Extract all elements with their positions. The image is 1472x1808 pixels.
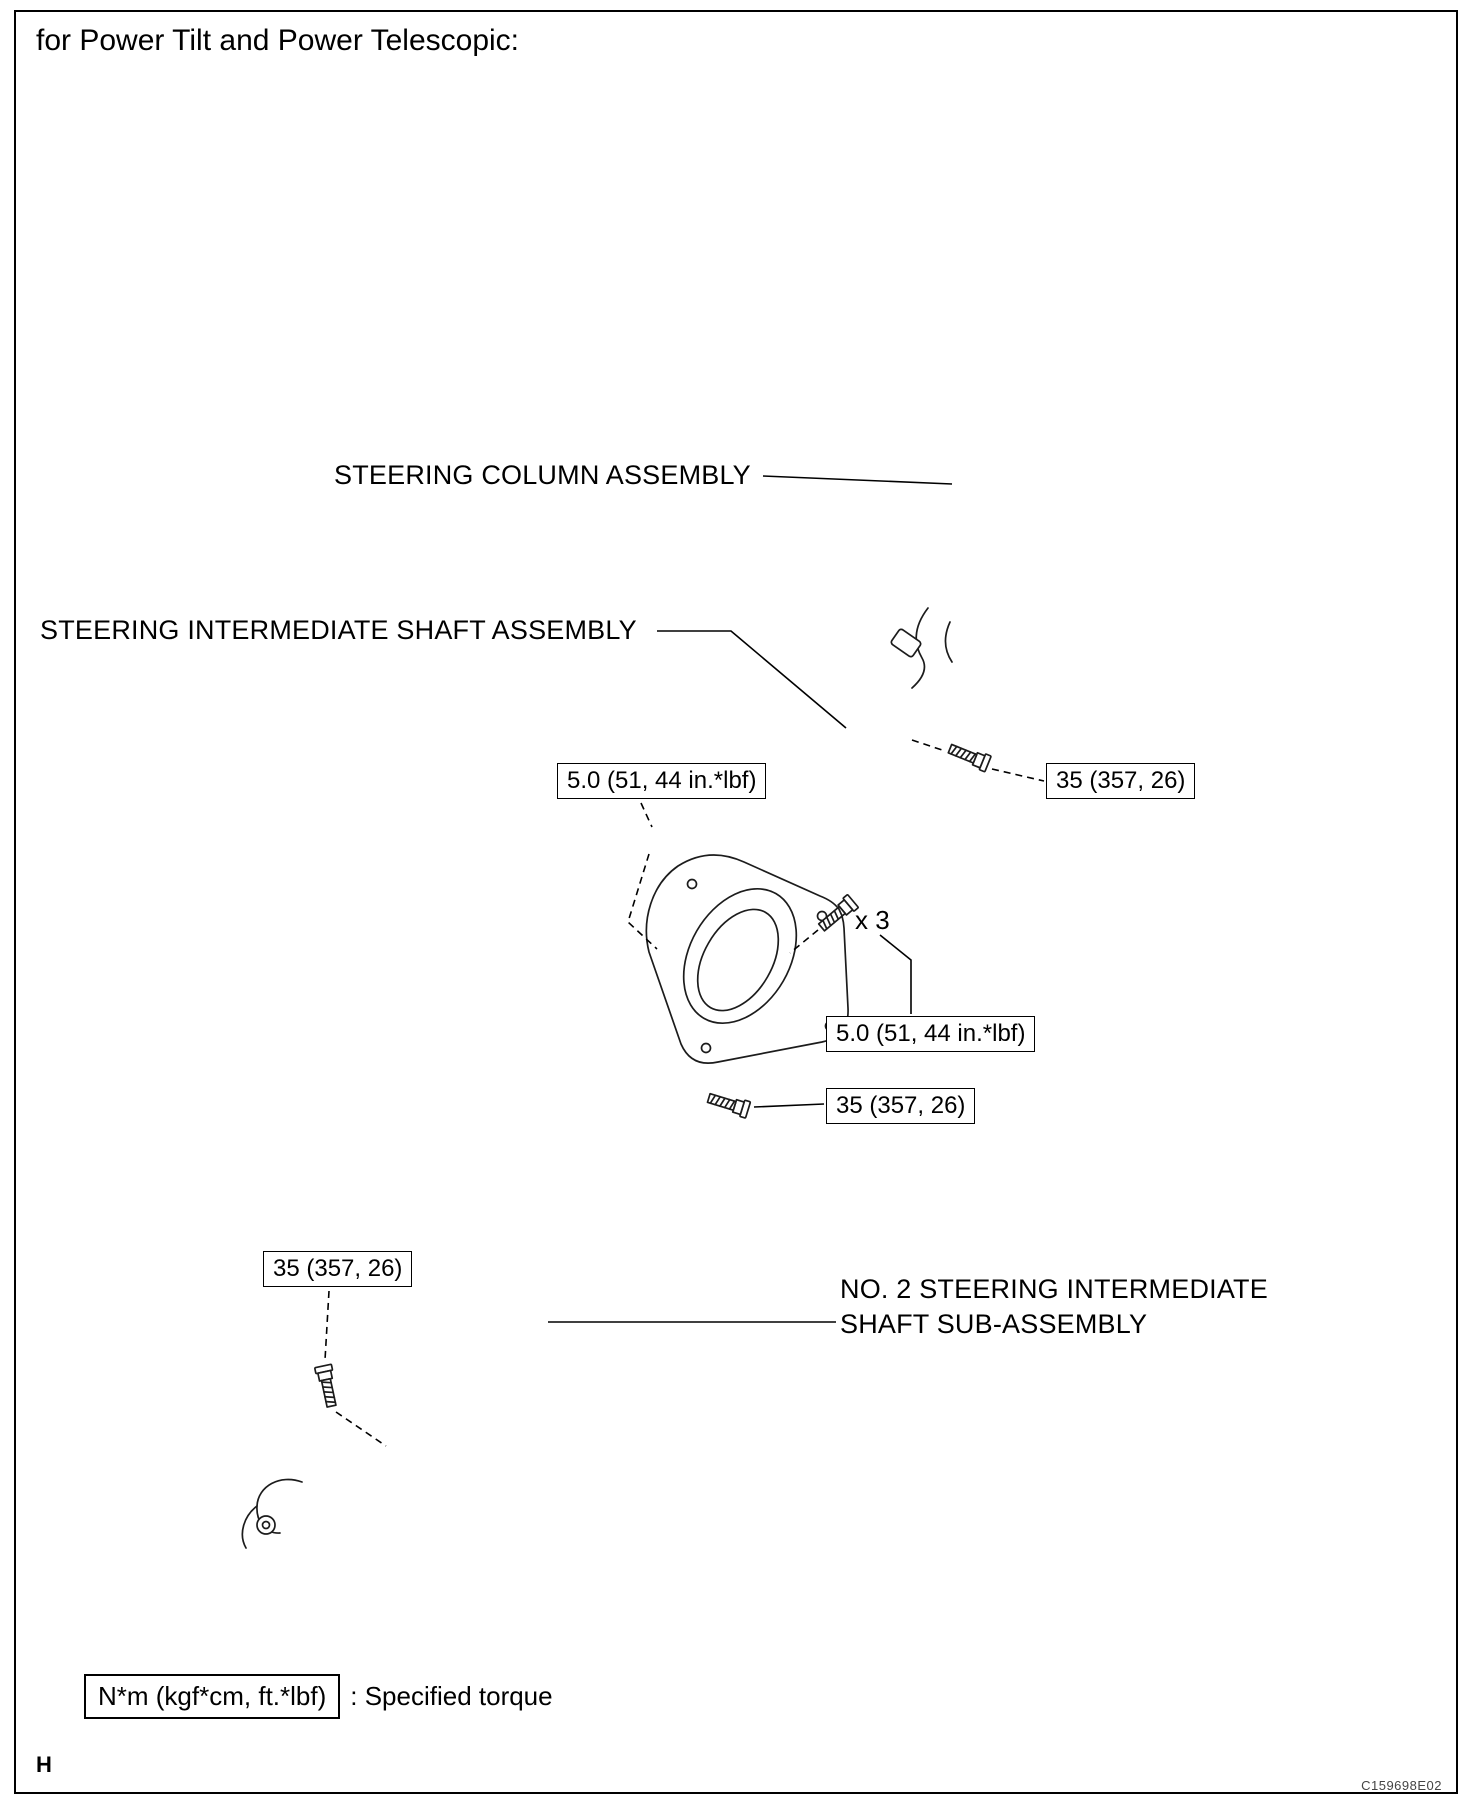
bolt-upper-joint [945,739,993,773]
page-title: for Power Tilt and Power Telescopic: [36,24,520,57]
leader-lines [548,475,953,1323]
dash-bolt-to-box35 [991,768,1045,782]
clip-hook-drawing [241,1478,303,1549]
torque-legend: N*m (kgf*cm, ft.*lbf) : Specified torque [84,1674,553,1719]
dash-x3-bolt-to-plate [789,929,819,954]
dash-t50-upper-a [640,802,653,828]
label-no2-shaft-line1: NO. 2 STEERING INTERMEDIATE [840,1274,1268,1304]
column-harness-drawing [911,607,953,689]
leader-steering-column [762,475,953,485]
torque-spec-50-upper: 5.0 (51, 44 in.*lbf) [557,763,767,799]
dashed-lines [324,739,1045,1447]
leader-x3-to-box [879,934,912,1014]
dash-box35-lower-a [324,1290,330,1361]
torque-spec-35-lower: 35 (357, 26) [263,1251,413,1287]
dash-t50-upper-b [627,853,658,950]
document-code: C159698E02 [1361,1778,1442,1793]
column-connector-drawing [890,628,922,658]
bolt-lower-yoke [705,1089,752,1119]
leader-bolt-mid [753,1103,825,1108]
torque-spec-50-lower: 5.0 (51, 44 in.*lbf) [826,1016,1036,1052]
bolt-no2-joint [313,1363,341,1409]
page-mark: H [36,1752,52,1777]
label-intermediate-shaft: STEERING INTERMEDIATE SHAFT ASSEMBLY [40,615,637,645]
dash-joint-to-bolt [911,739,946,752]
legend-unit-box: N*m (kgf*cm, ft.*lbf) [84,1674,341,1719]
legend-description: : Specified torque [350,1681,553,1711]
torque-spec-35-upper: 35 (357, 26) [1046,763,1196,799]
label-no2-shaft-line2: SHAFT SUB-ASSEMBLY [840,1309,1148,1339]
label-multiplier-x3: x 3 [855,905,890,935]
dash-box35-lower-b [335,1411,387,1447]
dust-cover-plate-drawing [645,854,849,1064]
page-border [14,10,1458,1794]
leader-intermediate-shaft [657,630,847,729]
torque-spec-35-mid: 35 (357, 26) [826,1088,976,1124]
label-no2-shaft: NO. 2 STEERING INTERMEDIATE SHAFT SUB-AS… [840,1272,1268,1342]
label-steering-column: STEERING COLUMN ASSEMBLY [334,460,751,490]
